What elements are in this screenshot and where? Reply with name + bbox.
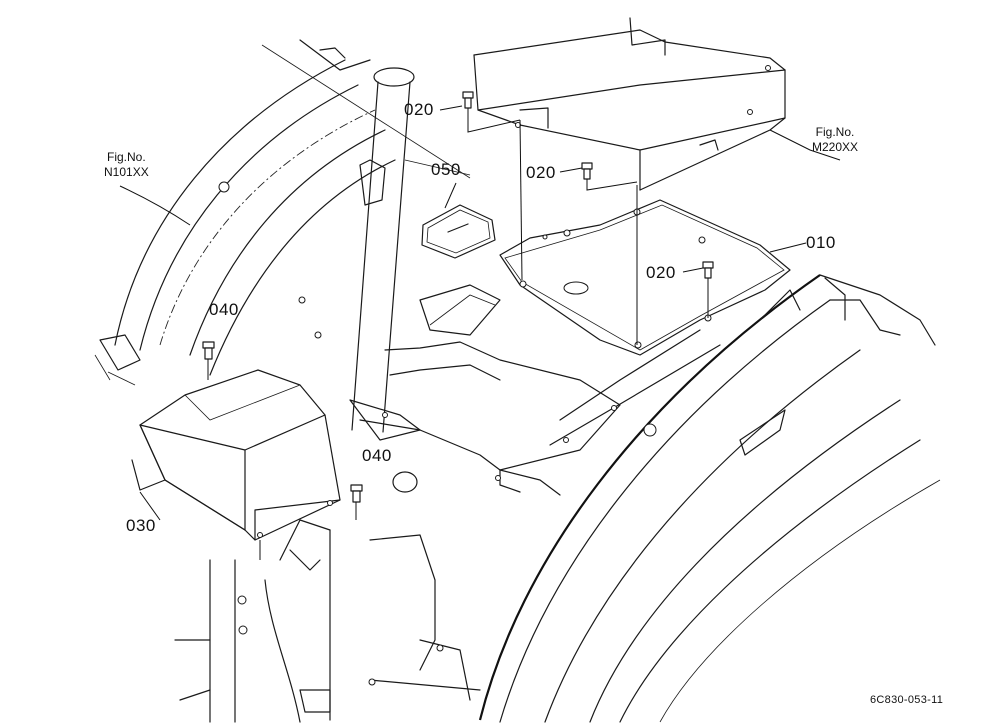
figure-ref-right: Fig.No. M220XX: [812, 125, 858, 155]
figure-ref-line2: M220XX: [812, 140, 859, 154]
figure-ref-left: Fig.No. N101XX: [104, 150, 149, 180]
part-label-020: 020: [526, 163, 556, 182]
part-label-040: 040: [362, 446, 392, 465]
figure-ref-line1: Fig.No.: [107, 150, 146, 164]
leader-lines: [119, 105, 841, 521]
floor-frame: [359, 284, 721, 496]
right-fender: [478, 274, 941, 723]
bolt-020-right: [702, 261, 714, 279]
bolt-040-left: [202, 341, 215, 360]
center-pillar: [349, 67, 471, 441]
part-label-030: 030: [126, 516, 156, 535]
cover-030: [131, 369, 341, 541]
figure-ref-line1: Fig.No.: [815, 125, 855, 139]
part-label-020: 020: [404, 100, 434, 119]
lower-frame: [174, 519, 481, 723]
part-label-020: 020: [646, 263, 676, 282]
bolt-040-lower: [350, 484, 363, 503]
bolt-020-mid: [581, 162, 593, 180]
part-label-040: 040: [209, 300, 239, 319]
part-label-050: 050: [431, 160, 461, 179]
figure-ref-line2: N101XX: [104, 165, 149, 179]
drawing-number: 6C830-053-11: [870, 694, 944, 706]
pad-050: [421, 204, 496, 259]
left-fender-arch: [94, 39, 471, 386]
plate-010: [499, 199, 791, 356]
assembly-lines: [207, 108, 709, 560]
part-label-010: 010: [806, 233, 836, 252]
bolt-020-top: [462, 91, 474, 109]
